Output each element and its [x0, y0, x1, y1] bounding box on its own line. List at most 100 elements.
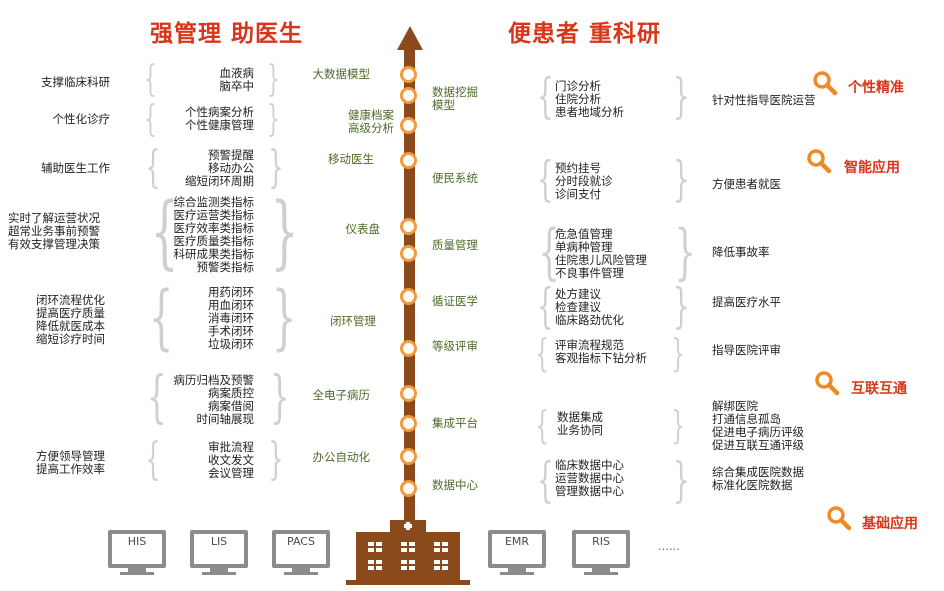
left-close-brace: }: [272, 276, 297, 358]
system-label: 便民系统: [432, 171, 478, 185]
monitor-stand: [210, 568, 228, 572]
left-items: 血液病 脑卒中: [219, 66, 255, 93]
center-label: 闭环管理: [330, 314, 376, 328]
trunk-arrow-head: [397, 26, 423, 50]
right-close-brace: }: [672, 151, 690, 207]
right-open-brace: {: [535, 331, 549, 375]
left-items: 用药闭环 用血闭环 消毒闭环 手术闭环 垃圾闭环: [208, 285, 254, 351]
monitor-screen: PACS: [272, 530, 330, 568]
right-close-brace: }: [674, 217, 696, 287]
system-label: 集成平台: [432, 416, 478, 430]
magnifier-icon: [827, 506, 852, 531]
left-close-brace: }: [267, 59, 280, 100]
left-open-brace: {: [147, 365, 167, 430]
right-close-brace: }: [672, 452, 690, 508]
monitor-base: [500, 572, 534, 575]
right-open-brace: {: [538, 217, 560, 287]
left-close-brace: }: [270, 185, 299, 278]
right-open-brace: {: [536, 68, 554, 124]
monitor-stand: [128, 568, 146, 572]
monitor-stand: [508, 568, 526, 572]
timeline-node: [400, 415, 417, 432]
left-outcome: 闭环流程优化 提高医疗质量 降低就医成本 缩短诊疗时间: [36, 293, 105, 346]
system-label: 质量管理: [432, 238, 478, 252]
right-items: 评审流程规范 客观指标下钻分析: [555, 338, 647, 365]
timeline-node: [400, 152, 417, 169]
more-systems-ellipsis: ......: [658, 539, 680, 553]
right-title: 便患者 重科研: [508, 21, 662, 47]
center-label: 全电子病历: [312, 388, 371, 402]
monitor-stand: [592, 568, 610, 572]
left-outcome: 辅助医生工作: [41, 161, 110, 175]
left-outcome: 个性化诊疗: [52, 112, 111, 126]
timeline-node: [400, 66, 417, 83]
center-label: 仪表盘: [345, 222, 381, 236]
right-items: 危急值管理 单病种管理 住院患儿风险管理 不良事件管理: [555, 227, 647, 280]
timeline-node: [400, 218, 417, 235]
system-monitor-pacs: PACS: [272, 530, 330, 575]
left-open-brace: {: [144, 59, 157, 100]
category-label: 智能应用: [844, 160, 900, 176]
monitor-base: [584, 572, 618, 575]
monitor-screen: RIS: [572, 530, 630, 568]
category-label: 互联互通: [851, 381, 907, 397]
monitor-screen: EMR: [488, 530, 546, 568]
right-close-brace: }: [671, 403, 685, 447]
right-items: 门诊分析 住院分析 患者地域分析: [555, 79, 624, 119]
center-label: 大数据模型: [312, 67, 371, 81]
right-outcome: 指导医院评审: [712, 343, 781, 357]
right-close-brace: }: [672, 68, 690, 124]
monitor-base: [284, 572, 318, 575]
right-open-brace: {: [535, 403, 549, 447]
right-outcome: 解绑医院 打通信息孤岛 促进电子病历评级 促进互联互通评级: [712, 399, 804, 452]
monitor-screen: HIS: [108, 530, 166, 568]
right-items: 预约挂号 分时段就诊 诊间支付: [555, 161, 613, 201]
monitor-stand: [292, 568, 310, 572]
right-outcome: 方便患者就医: [712, 177, 781, 191]
right-items: 处方建议 检查建议 临床路劲优化: [555, 287, 624, 327]
right-open-brace: {: [536, 452, 554, 508]
left-items: 审批流程 收文发文 会议管理: [208, 440, 254, 480]
right-close-brace: }: [672, 278, 690, 334]
system-label: 循证医学: [432, 294, 478, 308]
right-outcome: 针对性指导医院运营: [712, 93, 816, 107]
left-close-brace: }: [270, 365, 290, 430]
timeline-node: [400, 385, 417, 402]
left-open-brace: {: [149, 276, 174, 358]
left-items: 预警提醒 移动办公 缩短闭环周期: [185, 148, 254, 188]
left-open-brace: {: [145, 434, 161, 485]
left-items: 病历归档及预警 病案质控 病案借阅 时间轴展现: [173, 373, 255, 426]
magnifier-icon: [807, 149, 832, 174]
monitor-base: [120, 572, 154, 575]
monitor-base: [202, 572, 236, 575]
system-monitor-lis: LIS: [190, 530, 248, 575]
system-monitor-his: HIS: [108, 530, 166, 575]
timeline-node: [400, 245, 417, 262]
right-open-brace: {: [536, 278, 554, 334]
system-label: 数据中心: [432, 478, 478, 492]
center-label: 健康档案 高级分析: [348, 108, 394, 135]
system-label: 数据挖掘 模型: [432, 85, 478, 112]
timeline-node: [400, 87, 417, 104]
left-title: 强管理 助医生: [150, 21, 304, 47]
hospital-icon: [346, 520, 470, 585]
right-outcome: 降低事故率: [712, 245, 770, 259]
left-open-brace: {: [150, 185, 179, 278]
timeline-node: [400, 340, 417, 357]
right-open-brace: {: [536, 151, 554, 207]
center-label: 移动医生: [328, 152, 374, 166]
left-close-brace: }: [268, 142, 284, 193]
left-outcome: 方便领导管理 提高工作效率: [36, 449, 105, 476]
right-items: 临床数据中心 运营数据中心 管理数据中心: [555, 458, 624, 498]
system-monitor-emr: EMR: [488, 530, 546, 575]
right-outcome: 提高医疗水平: [712, 295, 781, 309]
system-monitor-ris: RIS: [572, 530, 630, 575]
left-open-brace: {: [144, 99, 157, 140]
left-outcome: 实时了解运营状况 超常业务事前预警 有效支撑管理决策: [8, 211, 100, 251]
left-items: 综合监测类指标 医疗运营类指标 医疗效率类指标 医疗质量类指标 科研成果类指标 …: [173, 195, 255, 274]
system-label: 等级评审: [432, 339, 478, 353]
left-items: 个性病案分析 个性健康管理: [185, 105, 254, 132]
magnifier-icon: [813, 71, 838, 96]
left-outcome: 支撑临床科研: [41, 75, 110, 89]
right-close-brace: }: [671, 331, 685, 375]
